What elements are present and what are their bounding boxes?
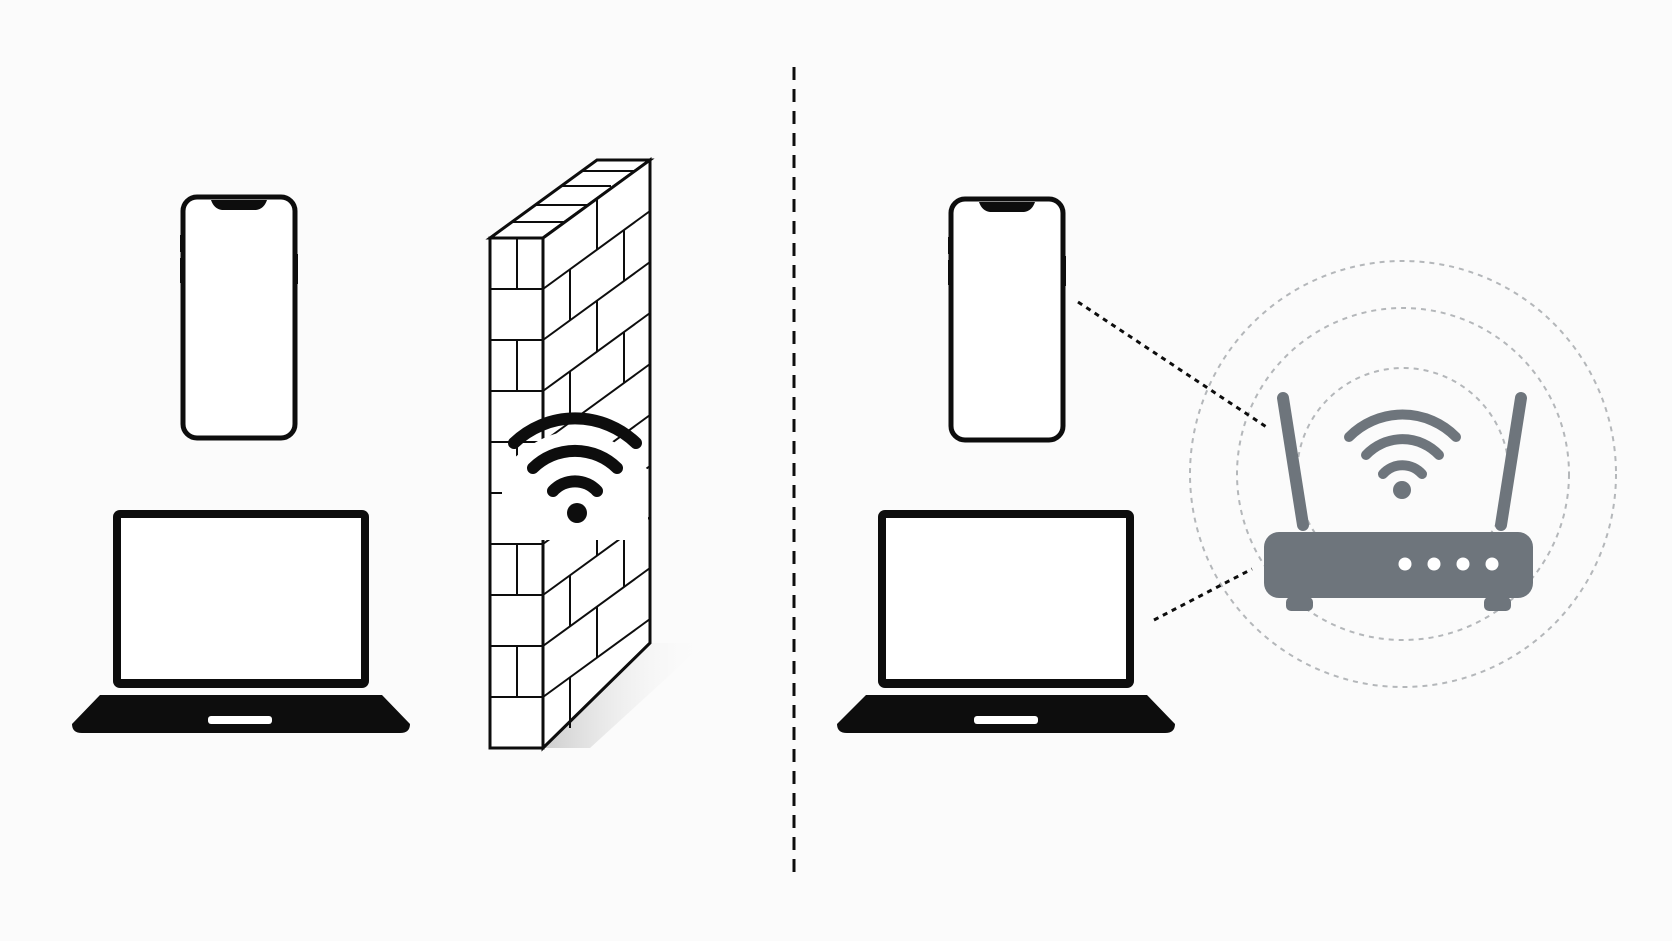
smartphone-icon xyxy=(180,194,298,441)
laptop-icon xyxy=(837,510,1175,733)
router-antenna-left xyxy=(1277,392,1309,531)
router-icon xyxy=(1264,392,1533,611)
router-body xyxy=(1264,532,1533,598)
router-indicator-lights xyxy=(1398,557,1499,571)
phone-connection-line xyxy=(1077,300,1269,430)
wifi-icon xyxy=(508,412,642,523)
smartphone-icon xyxy=(948,196,1066,443)
wifi-icon xyxy=(1344,409,1461,499)
router-foot-right xyxy=(1484,597,1511,611)
left-panel xyxy=(72,157,705,752)
laptop-connection-line xyxy=(1153,567,1253,622)
laptop-icon xyxy=(72,510,410,733)
router-antenna-right xyxy=(1495,392,1527,531)
signal-ring-outer xyxy=(1189,260,1617,688)
right-panel xyxy=(837,196,1617,733)
signal-ring-middle xyxy=(1236,307,1570,641)
router-foot-left xyxy=(1286,597,1313,611)
